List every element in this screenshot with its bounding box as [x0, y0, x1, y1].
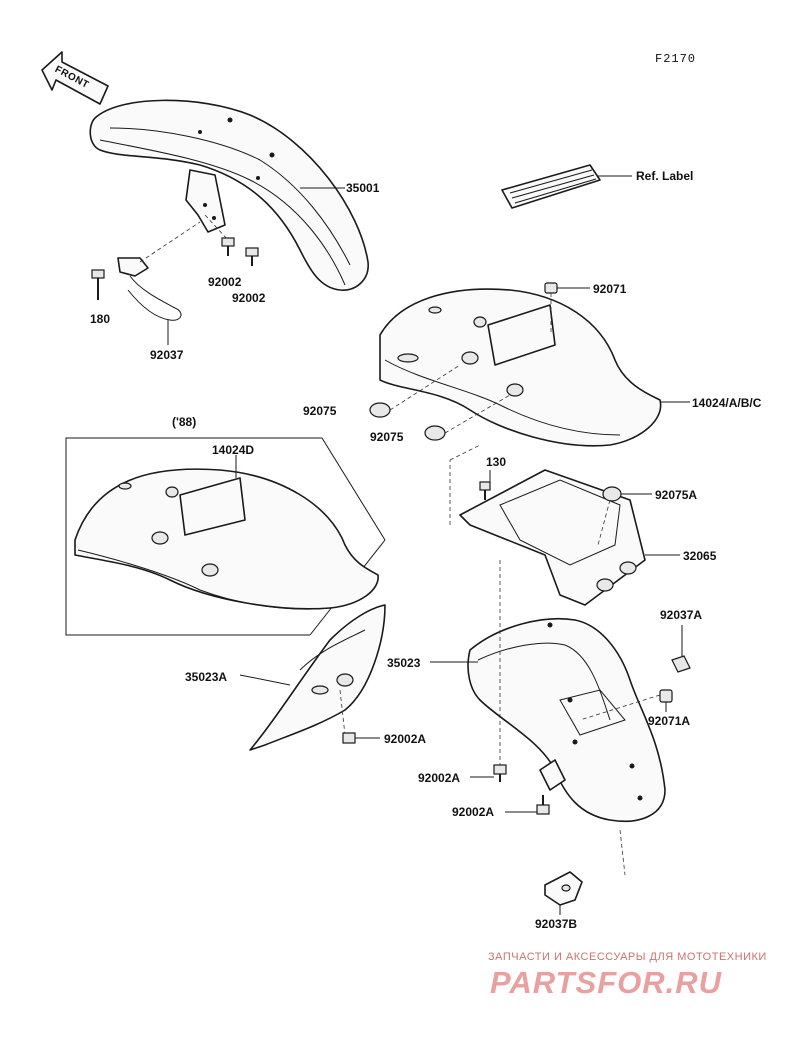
- part-label-92075-b: 92075: [370, 430, 404, 444]
- figure-number: F2170: [655, 52, 697, 66]
- part-label-92037B: 92037B: [535, 917, 578, 931]
- front-arrow: [41, 51, 109, 105]
- part-label-35001: 35001: [346, 181, 380, 195]
- part-label-92037: 92037: [150, 348, 184, 362]
- bracket-32065: [449, 444, 680, 606]
- year-88-box: [65, 437, 386, 636]
- part-label-92071A: 92071A: [648, 714, 691, 728]
- part-label-92037A: 92037A: [660, 608, 703, 622]
- part-label-180: 180: [90, 312, 111, 326]
- part-label-92002-b: 92002: [232, 291, 266, 305]
- part-label-92075A: 92075A: [655, 488, 698, 502]
- part-label-14024abc: 14024/A/B/C: [692, 396, 762, 410]
- part-label-92002-a: 92002: [208, 275, 242, 289]
- bolt-92002A-flap: [342, 732, 380, 744]
- grommet-92071: [544, 282, 590, 335]
- part-label-92071: 92071: [593, 282, 627, 296]
- grommet-92071A: [579, 689, 673, 721]
- part-label-92075-a: 92075: [303, 404, 337, 418]
- part-label-32065: 32065: [683, 549, 717, 563]
- inner-fender-35023: [430, 617, 666, 822]
- front-fender: [89, 99, 369, 291]
- part-label-130: 130: [486, 455, 507, 469]
- part-label-35023: 35023: [387, 656, 421, 670]
- year-note: ('88): [172, 415, 197, 429]
- ref-label-text: Ref. Label: [636, 169, 694, 183]
- bracket-92037: [117, 221, 201, 345]
- bolt-92002A-lower: [470, 560, 550, 815]
- rear-fender: [379, 288, 690, 447]
- screw-180: [91, 269, 105, 300]
- part-label-92002A-b: 92002A: [418, 771, 461, 785]
- cap-92075A: [597, 486, 652, 546]
- part-label-14024d: 14024D: [212, 443, 255, 457]
- watermark-brand: PARTSFOR.RU: [490, 965, 723, 1000]
- mudflap-35023A: [239, 604, 386, 751]
- bolt-92002: [204, 214, 259, 266]
- bolt-130: [479, 470, 491, 500]
- bracket-92037B: [544, 829, 626, 915]
- ref-label-sticker: [501, 164, 632, 209]
- part-label-35023A: 35023A: [185, 670, 228, 684]
- part-label-92002A-a: 92002A: [384, 732, 427, 746]
- nut-92037A: [671, 625, 691, 673]
- watermark-tagline: ЗАПЧАСТИ И АКСЕССУАРЫ ДЛЯ МОТОТЕХНИКИ: [488, 951, 767, 963]
- grommet-92075: [369, 364, 511, 441]
- part-label-92002A-c: 92002A: [452, 805, 495, 819]
